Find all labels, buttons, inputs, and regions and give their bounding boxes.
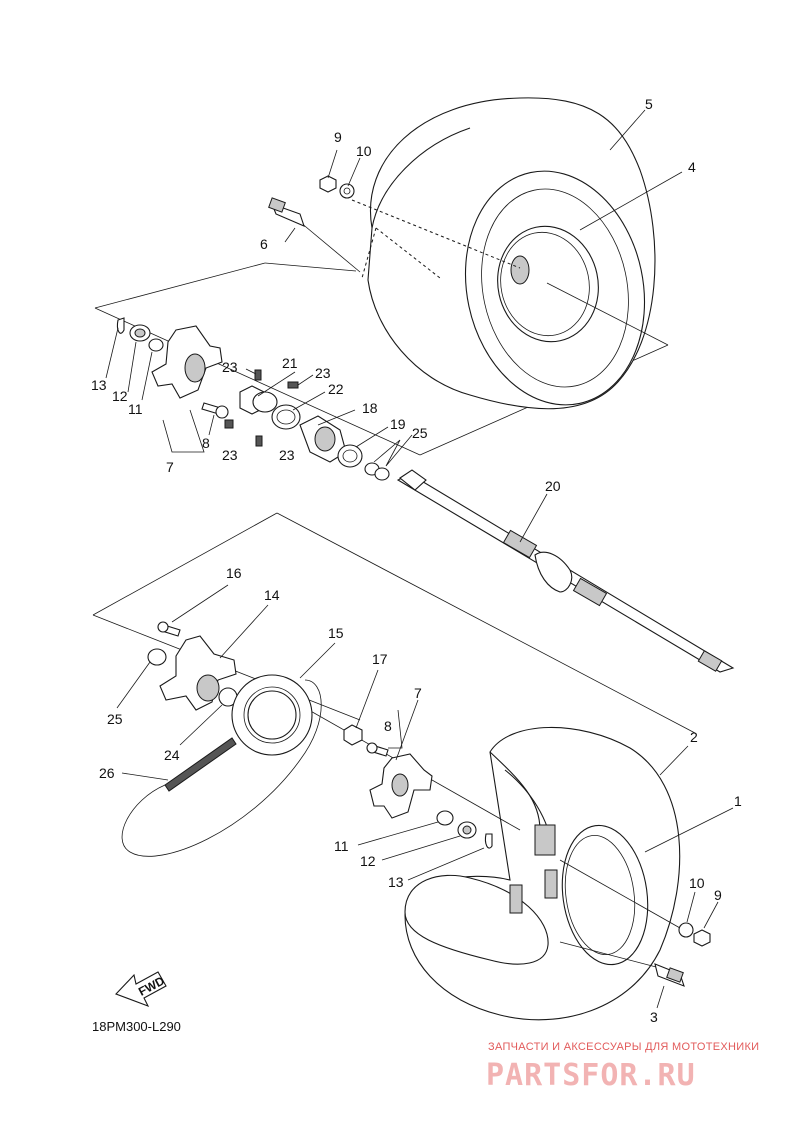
callout-9-lower: 9: [714, 887, 722, 903]
callout-25-a: 25: [412, 425, 428, 441]
fwd-arrow-icon: FWD: [115, 971, 167, 1008]
diagram-code: 18PM300-L290: [92, 1019, 181, 1034]
callout-15: 15: [328, 625, 344, 641]
watermark: ЗАПЧАСТИ И АКСЕССУАРЫ ДЛЯ МОТОТЕХНИКИ PA…: [486, 1041, 759, 1093]
callout-18: 18: [362, 400, 378, 416]
watermark-brand: PARTSFOR.RU: [486, 1058, 696, 1093]
upper-wheel: [367, 97, 656, 410]
callout-8-lower: 8: [384, 718, 392, 734]
callout-14: 14: [264, 587, 280, 603]
callout-12-lower: 12: [360, 853, 376, 869]
callout-20: 20: [545, 478, 561, 494]
lower-wheel: [404, 726, 681, 1021]
callout-22: 22: [328, 381, 344, 397]
callout-16: 16: [226, 565, 242, 581]
callout-19: 19: [390, 416, 406, 432]
watermark-tagline: ЗАПЧАСТИ И АКСЕССУАРЫ ДЛЯ МОТОТЕХНИКИ: [488, 1041, 759, 1053]
callout-17: 17: [372, 651, 388, 667]
callout-13-lower: 13: [388, 874, 404, 890]
callout-5: 5: [645, 96, 653, 112]
callout-1: 1: [734, 793, 742, 809]
rear-axle: [396, 469, 735, 673]
callout-23-d: 23: [279, 447, 295, 463]
callout-7: 7: [166, 459, 174, 475]
callout-2: 2: [690, 729, 698, 745]
callout-24: 24: [164, 747, 180, 763]
fwd-label: FWD: [136, 973, 167, 998]
upper-hub-parts: [116, 175, 390, 481]
callout-12: 12: [112, 388, 128, 404]
lower-group-frame: [92, 512, 696, 734]
callout-9: 9: [334, 129, 342, 145]
callout-11-lower: 11: [334, 838, 349, 854]
callout-10: 10: [356, 143, 372, 159]
callout-25-b: 25: [107, 711, 123, 727]
callout-numbers: 5 4 9 10 6 13 12 11 8 7 23 21 23 22 18 1…: [91, 96, 742, 1025]
callout-11: 11: [128, 401, 143, 417]
callout-3: 3: [650, 1009, 658, 1025]
callout-23-a: 23: [222, 359, 238, 375]
callout-6: 6: [260, 236, 268, 252]
callout-23-c: 23: [222, 447, 238, 463]
callout-10-lower: 10: [689, 875, 705, 891]
lower-drive-parts: [121, 621, 711, 987]
callout-7-lower: 7: [414, 685, 422, 701]
leader-lines: [105, 109, 734, 1009]
callout-4: 4: [688, 159, 696, 175]
callout-8: 8: [202, 435, 210, 451]
callout-13: 13: [91, 377, 107, 393]
callout-26: 26: [99, 765, 115, 781]
callout-21: 21: [282, 355, 298, 371]
callout-23-b: 23: [315, 365, 331, 381]
